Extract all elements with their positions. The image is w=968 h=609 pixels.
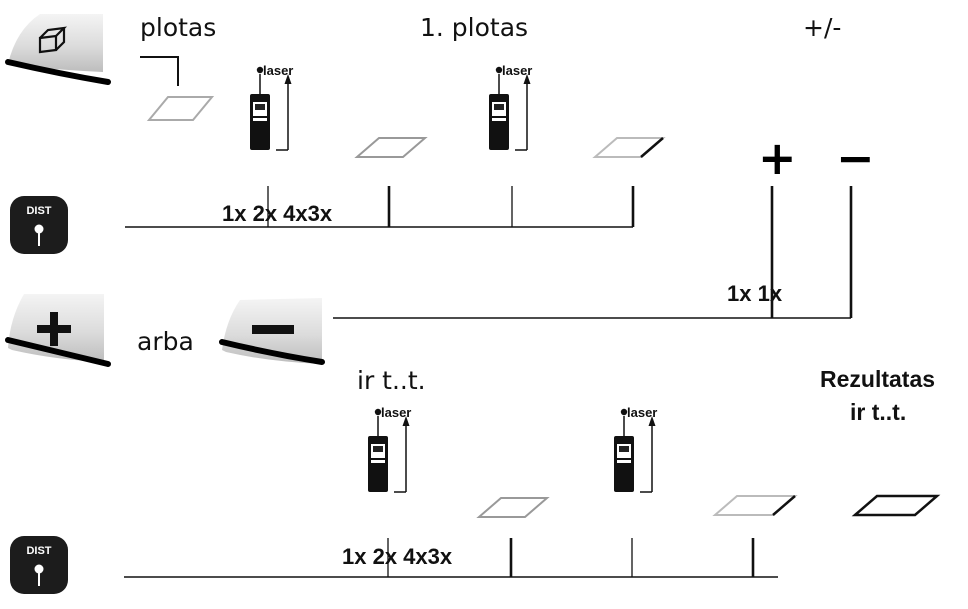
laser-label-2: laser [502,63,532,78]
result-area-surface-icon [851,494,941,517]
dist-key-button[interactable]: DIST [9,535,69,595]
laser-label-1: laser [263,63,293,78]
timeline-row-1 [125,186,635,228]
area-surface-icon [476,497,550,518]
area-label: plotas [140,13,216,42]
laser-device-icon [367,408,411,493]
area-key-button[interactable] [5,14,111,85]
or-label: arba [137,327,194,356]
laser-label-4: laser [627,405,657,420]
area-surface-icon [146,96,215,121]
sign-timeline [333,186,853,319]
plus-minus-label: +/- [803,13,841,42]
svg-text:DIST: DIST [26,205,51,217]
laser-device-icon [488,66,532,151]
area-key-icon [38,26,68,54]
press-count-row-1: 1x 2x 4x3x [222,201,333,226]
minus-key-button[interactable] [219,298,325,365]
sign-press-count: 1x 1x [727,281,783,306]
result-label-line1: Rezultatas [820,366,935,392]
laser-device-icon [249,66,293,151]
plus-key-button[interactable] [5,294,111,367]
area-bracket [140,56,179,86]
svg-text:DIST: DIST [26,545,51,557]
first-area-label: 1. plotas [420,13,528,42]
plus-sign: + [758,131,797,185]
etc-label: ir t..t. [357,366,426,395]
press-count-row-2: 1x 2x 4x3x [342,544,453,569]
result-label-line2: ir t..t. [850,399,906,425]
laser-device-icon [613,408,657,493]
laser-label-3: laser [381,405,411,420]
timeline-row-2 [124,538,778,578]
minus-key-icon [252,325,294,334]
dist-key-button[interactable]: DIST [9,195,69,255]
plus-key-icon [37,312,71,346]
minus-sign: − [836,131,875,185]
area-surface-icon [354,137,428,158]
